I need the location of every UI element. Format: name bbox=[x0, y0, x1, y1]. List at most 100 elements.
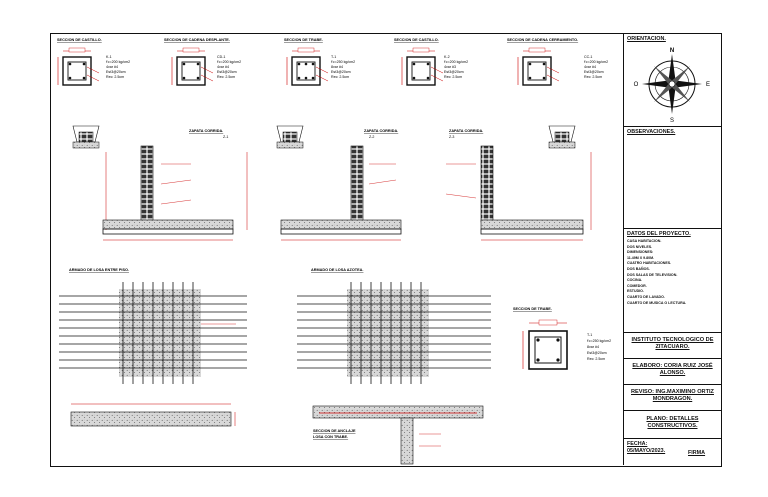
section-spec-line: f'c=200 kg/cm2 bbox=[106, 60, 130, 64]
footing-id: Z-2 bbox=[369, 135, 374, 139]
section-id: T-1 bbox=[587, 333, 592, 337]
compass-west: O bbox=[634, 82, 639, 88]
section-spec-line: Est3@20cm bbox=[587, 351, 607, 355]
section-id: CD-1 bbox=[217, 55, 225, 59]
footing-plan-detail bbox=[276, 125, 304, 149]
orientation-heading: ORIENTACION. bbox=[627, 36, 666, 42]
section-spec-line: 8var #4 bbox=[331, 65, 343, 69]
plan-box: PLANO: DETALLES CONSTRUCTIVOS. bbox=[624, 411, 721, 439]
section-spec-line: f'c=250 kg/cm2 bbox=[331, 60, 355, 64]
compass-rose-icon: N S E O bbox=[634, 48, 710, 124]
footing-title: ZAPATA CORRIDA. bbox=[189, 129, 223, 133]
section-spec-line: Rec: 2.5cm bbox=[331, 75, 349, 79]
title-block: ORIENTACION. N S E O OBSERVACIONES. DATO… bbox=[623, 34, 721, 465]
orientation-box: ORIENTACION. N S E O bbox=[624, 34, 721, 127]
section-spec-line: 4var #3 bbox=[444, 65, 456, 69]
section-spec-line: Est3@20cm bbox=[584, 70, 604, 74]
footing-id: Z-3 bbox=[449, 135, 454, 139]
section-id: T-1 bbox=[331, 55, 336, 59]
footing-title: ZAPATA CORRIDA. bbox=[364, 129, 398, 133]
institute-box: INSTITUTO TECNOLOGICO DE ZITACUARO. bbox=[624, 333, 721, 359]
section-spec-line: f'c=200 kg/cm2 bbox=[584, 60, 608, 64]
section-title: SECCION DE CASTILLO. bbox=[394, 38, 439, 42]
project-data-heading: DATOS DEL PROYECTO. bbox=[627, 231, 691, 237]
compass-north: N bbox=[670, 48, 674, 54]
footing-plan-detail bbox=[72, 125, 100, 149]
section-spec-line: 8var #4 bbox=[587, 345, 599, 349]
section-k2: SECCION DE CASTILLO. K-2 f'c=200 kg/cm2 … bbox=[394, 38, 468, 86]
section-k1: SECCION DE CASTILLO. K-1 f'c=200 kg/cm2 … bbox=[57, 38, 130, 86]
drawing-sheet: SECCION DE CASTILLO. K-1 f'c=200 kg/cm2 … bbox=[50, 33, 722, 467]
project-item: DOS SALAS DE TELEVISION. bbox=[627, 272, 678, 277]
author-name: ELABORO: CORIA RUIZ JOSÉ ALONSO. bbox=[632, 363, 713, 376]
project-item: 11.49M X 9.80M. bbox=[627, 255, 655, 260]
section-title: SECCION DE CASTILLO. bbox=[57, 38, 102, 42]
section-spec-line: 4var #4 bbox=[106, 65, 118, 69]
compass-east: E bbox=[706, 82, 710, 88]
roof-slab-title: ARMADO DE LOSA AZOTEA. bbox=[311, 268, 363, 272]
project-item: CUARTO DE LAVADO. bbox=[627, 294, 665, 299]
section-box bbox=[401, 47, 444, 86]
section-box bbox=[57, 47, 100, 86]
section-spec-line: f'c=250 kg/cm2 bbox=[587, 339, 611, 343]
section-spec-line: f'c=200 kg/cm2 bbox=[217, 60, 241, 64]
signature-label: FIRMA bbox=[688, 450, 706, 456]
section-cc1: SECCION DE CADENA CERRAMIENTO. CC-1 f'c=… bbox=[507, 38, 608, 86]
anchor-section-title: SECCION DE ANCLAJE bbox=[313, 429, 356, 433]
footing-z1: ZAPATA CORRIDA. Z-1 bbox=[102, 129, 234, 241]
section-spec-line: Est3@20cm bbox=[217, 70, 237, 74]
section-spec-line: Rec: 2.5cm bbox=[106, 75, 124, 79]
project-item: CASA HABITACION. bbox=[627, 239, 662, 243]
footing-title: ZAPATA CORRIDA. bbox=[449, 129, 483, 133]
floor-slab-section bbox=[70, 403, 236, 427]
institute-name: INSTITUTO TECNOLOGICO DE ZITACUARO. bbox=[631, 337, 714, 350]
project-item: CUATRO HABITACIONES. bbox=[627, 261, 672, 266]
section-title: SECCION DE CADENA CERRAMIENTO. bbox=[507, 38, 578, 42]
footing-plan-detail bbox=[548, 125, 576, 149]
section-spec-line: Rec: 2.5cm bbox=[444, 75, 462, 79]
project-item: COMEDOR. bbox=[627, 283, 647, 288]
section-spec-line: 4var #4 bbox=[584, 65, 596, 69]
section-id: K-1 bbox=[106, 55, 112, 59]
project-item: DOS BAÑOS. bbox=[627, 266, 650, 271]
section-t1: SECCION DE TRABE. T-1 f'c=250 kg/cm2 8va… bbox=[284, 38, 355, 86]
floor-slab-title: ARMADO DE LOSA ENTRE PISO. bbox=[69, 268, 129, 272]
section-cd1: SECCION DE CADENA DESPLANTE. CD-1 f'c=20… bbox=[164, 38, 241, 86]
section-spec-line: f'c=200 kg/cm2 bbox=[444, 60, 468, 64]
roof-slab-anchor-section bbox=[312, 405, 484, 465]
section-id: CC-1 bbox=[584, 55, 592, 59]
project-item: ESTUDIO. bbox=[627, 289, 644, 294]
project-data-box: DATOS DEL PROYECTO. CASA HABITACION. DOS… bbox=[624, 229, 721, 333]
section-box bbox=[171, 47, 214, 86]
section-spec-line: Est3@20cm bbox=[331, 70, 351, 74]
beam-title: SECCION DE TRABE. bbox=[513, 307, 552, 311]
reviewer-name: REVISO: ING.MAXIMINO ORTIZ MONDRAGON. bbox=[631, 389, 714, 402]
section-box bbox=[286, 47, 329, 86]
section-box bbox=[517, 47, 560, 86]
section-spec-line: Rec: 2.5cm bbox=[217, 75, 235, 79]
section-spec-line: Est3@20cm bbox=[444, 70, 464, 74]
section-title: SECCION DE CADENA DESPLANTE. bbox=[164, 38, 230, 42]
construction-details-drawing: SECCION DE CASTILLO. K-1 f'c=200 kg/cm2 … bbox=[57, 38, 611, 465]
section-title: SECCION DE TRABE. bbox=[284, 38, 323, 42]
roof-slab-rebar-plan bbox=[297, 282, 491, 384]
plan-name: PLANO: DETALLES CONSTRUCTIVOS. bbox=[646, 416, 699, 429]
footing-z3: ZAPATA CORRIDA. Z-3 bbox=[445, 129, 592, 241]
author-box: ELABORO: CORIA RUIZ JOSÉ ALONSO. bbox=[624, 359, 721, 385]
section-box bbox=[522, 319, 568, 370]
section-spec-line: Est3@20cm bbox=[106, 70, 126, 74]
section-spec-line: Rec: 2.5cm bbox=[587, 357, 605, 361]
observations-heading: OBSERVACIONES. bbox=[627, 129, 676, 135]
footing-id: Z-1 bbox=[223, 135, 228, 139]
anchor-section-title: LOSA CON TRABE. bbox=[313, 435, 348, 439]
beam-section: SECCION DE TRABE. T-1 f'c=250 kg/cm2 8va… bbox=[513, 307, 611, 370]
date-label: FECHA: 05/MAYO/2023. bbox=[627, 441, 666, 454]
project-item: CUARTO DE MUSICA O LECTURA. bbox=[627, 300, 687, 305]
section-spec-line: 4var #4 bbox=[217, 65, 229, 69]
floor-slab-rebar-plan bbox=[59, 282, 247, 384]
reviewer-box: REVISO: ING.MAXIMINO ORTIZ MONDRAGON. bbox=[624, 385, 721, 411]
section-id: K-2 bbox=[444, 55, 450, 59]
observations-box: OBSERVACIONES. bbox=[624, 127, 721, 229]
section-spec-line: Rec: 2.5cm bbox=[584, 75, 602, 79]
project-item: DOS NIVELES. bbox=[627, 244, 653, 249]
